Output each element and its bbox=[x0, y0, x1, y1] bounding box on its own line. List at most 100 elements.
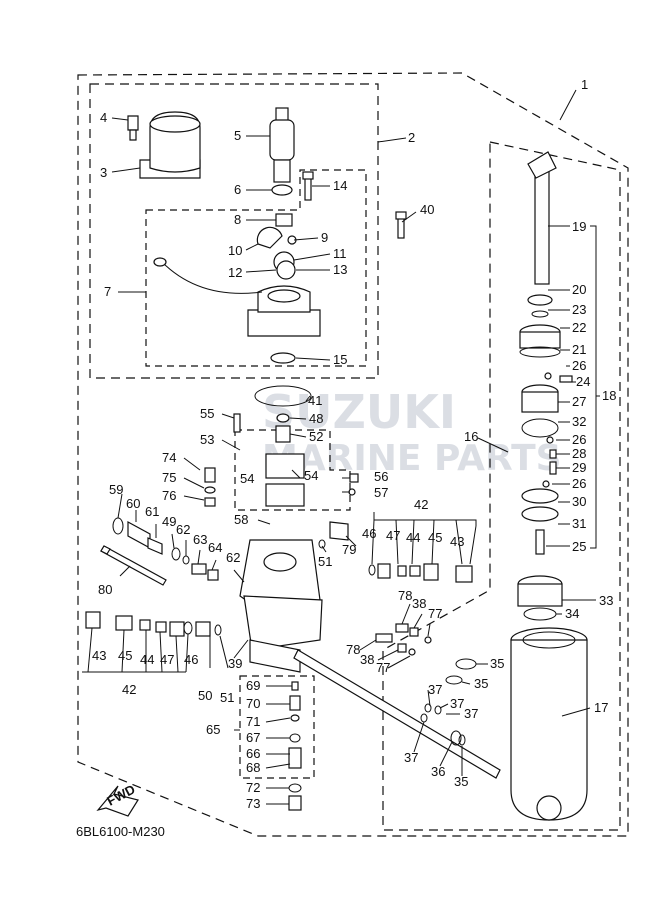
callout-8: 8 bbox=[234, 212, 241, 227]
callout-74: 74 bbox=[162, 450, 176, 465]
assembly-outline-1 bbox=[77, 72, 629, 837]
part-62 bbox=[182, 555, 190, 565]
callout-37b: 37 bbox=[450, 696, 464, 711]
callout-34: 34 bbox=[565, 606, 579, 621]
diagram-code: 6BL6100-M230 bbox=[76, 824, 165, 839]
callout-28: 28 bbox=[572, 446, 586, 461]
part-76 bbox=[204, 497, 216, 507]
callout-6: 6 bbox=[234, 182, 241, 197]
callout-50: 50 bbox=[198, 688, 212, 703]
part-rod-19 bbox=[527, 151, 557, 285]
callout-10: 10 bbox=[228, 243, 242, 258]
part-manifold bbox=[239, 539, 323, 673]
callout-32: 32 bbox=[572, 414, 586, 429]
callout-35a: 35 bbox=[490, 656, 504, 671]
part-75 bbox=[204, 486, 216, 494]
callout-58: 58 bbox=[234, 512, 248, 527]
callout-51b: 51 bbox=[220, 690, 234, 705]
callout-7: 7 bbox=[104, 284, 111, 299]
part-56 bbox=[349, 473, 359, 483]
watermark-line1: SUZUKI bbox=[262, 385, 456, 439]
callout-47b: 47 bbox=[160, 652, 174, 667]
callout-62b: 62 bbox=[226, 550, 240, 565]
callout-73: 73 bbox=[246, 796, 260, 811]
callout-79: 79 bbox=[342, 542, 356, 557]
part-cable bbox=[161, 261, 263, 294]
callout-labels: 1 2 3 4 5 6 7 8 9 10 11 12 13 14 15 16 1… bbox=[92, 77, 616, 811]
callout-45a: 45 bbox=[428, 530, 442, 545]
part-38a bbox=[409, 627, 419, 637]
callout-43b: 43 bbox=[92, 648, 106, 663]
callout-1: 1 bbox=[581, 77, 588, 92]
callout-41: 41 bbox=[308, 393, 322, 408]
part-77b bbox=[408, 648, 416, 656]
callout-52: 52 bbox=[309, 429, 323, 444]
callout-72: 72 bbox=[246, 780, 260, 795]
callout-27: 27 bbox=[572, 394, 586, 409]
callout-38b: 38 bbox=[360, 652, 374, 667]
callout-37c: 37 bbox=[464, 706, 478, 721]
callout-18: 18 bbox=[602, 388, 616, 403]
part-oring-41 bbox=[254, 385, 312, 407]
part-spring-78a bbox=[395, 623, 409, 633]
callout-68: 68 bbox=[246, 760, 260, 775]
callout-60: 60 bbox=[126, 496, 140, 511]
callout-48: 48 bbox=[309, 411, 323, 426]
callout-45b: 45 bbox=[118, 648, 132, 663]
callout-23: 23 bbox=[572, 302, 586, 317]
callout-13: 13 bbox=[333, 262, 347, 277]
leader-lines bbox=[82, 89, 600, 805]
callout-12: 12 bbox=[228, 265, 242, 280]
callout-61: 61 bbox=[145, 504, 159, 519]
part-shaft-80 bbox=[100, 545, 167, 586]
part-77a bbox=[424, 636, 432, 644]
callout-46b: 46 bbox=[184, 652, 198, 667]
part-group-65 bbox=[288, 681, 302, 811]
part-bolt-4 bbox=[127, 115, 139, 141]
callout-44a: 44 bbox=[406, 530, 420, 545]
callout-40: 40 bbox=[420, 202, 434, 217]
part-24 bbox=[559, 375, 573, 383]
callout-24: 24 bbox=[576, 374, 590, 389]
callout-30: 30 bbox=[572, 494, 586, 509]
callout-44b: 44 bbox=[140, 652, 154, 667]
callout-43a: 43 bbox=[450, 534, 464, 549]
part-52 bbox=[275, 425, 291, 443]
callout-38a: 38 bbox=[412, 596, 426, 611]
callout-80: 80 bbox=[98, 582, 112, 597]
callout-55: 55 bbox=[200, 406, 214, 421]
assembly-outline-2 bbox=[89, 83, 379, 379]
assembly-outline-65 bbox=[239, 675, 315, 779]
callout-26b: 26 bbox=[572, 432, 586, 447]
part-oring-51 bbox=[318, 539, 326, 549]
callout-69: 69 bbox=[246, 678, 260, 693]
callout-59: 59 bbox=[109, 482, 123, 497]
callout-78b: 78 bbox=[346, 642, 360, 657]
part-60 bbox=[127, 520, 151, 550]
callout-56: 56 bbox=[374, 469, 388, 484]
callout-77a: 77 bbox=[428, 606, 442, 621]
callout-4: 4 bbox=[100, 110, 107, 125]
callout-66: 66 bbox=[246, 746, 260, 761]
part-motor bbox=[139, 111, 201, 179]
part-61 bbox=[147, 537, 163, 555]
callout-51a: 51 bbox=[318, 554, 332, 569]
callout-71: 71 bbox=[246, 714, 260, 729]
callout-26a: 26 bbox=[572, 358, 586, 373]
callout-70: 70 bbox=[246, 696, 260, 711]
callout-15: 15 bbox=[333, 352, 347, 367]
callout-19: 19 bbox=[572, 219, 586, 234]
callout-17: 17 bbox=[594, 700, 608, 715]
part-79 bbox=[329, 521, 349, 541]
part-rod-and-seals bbox=[293, 649, 501, 779]
callout-37a: 37 bbox=[428, 682, 442, 697]
part-38b bbox=[397, 643, 407, 653]
callout-49: 49 bbox=[162, 514, 176, 529]
callout-63: 63 bbox=[193, 532, 207, 547]
part-63 bbox=[191, 563, 207, 575]
callout-57: 57 bbox=[374, 485, 388, 500]
callout-11: 11 bbox=[333, 246, 347, 261]
part-48 bbox=[276, 413, 290, 423]
part-spring-78b bbox=[375, 633, 393, 643]
